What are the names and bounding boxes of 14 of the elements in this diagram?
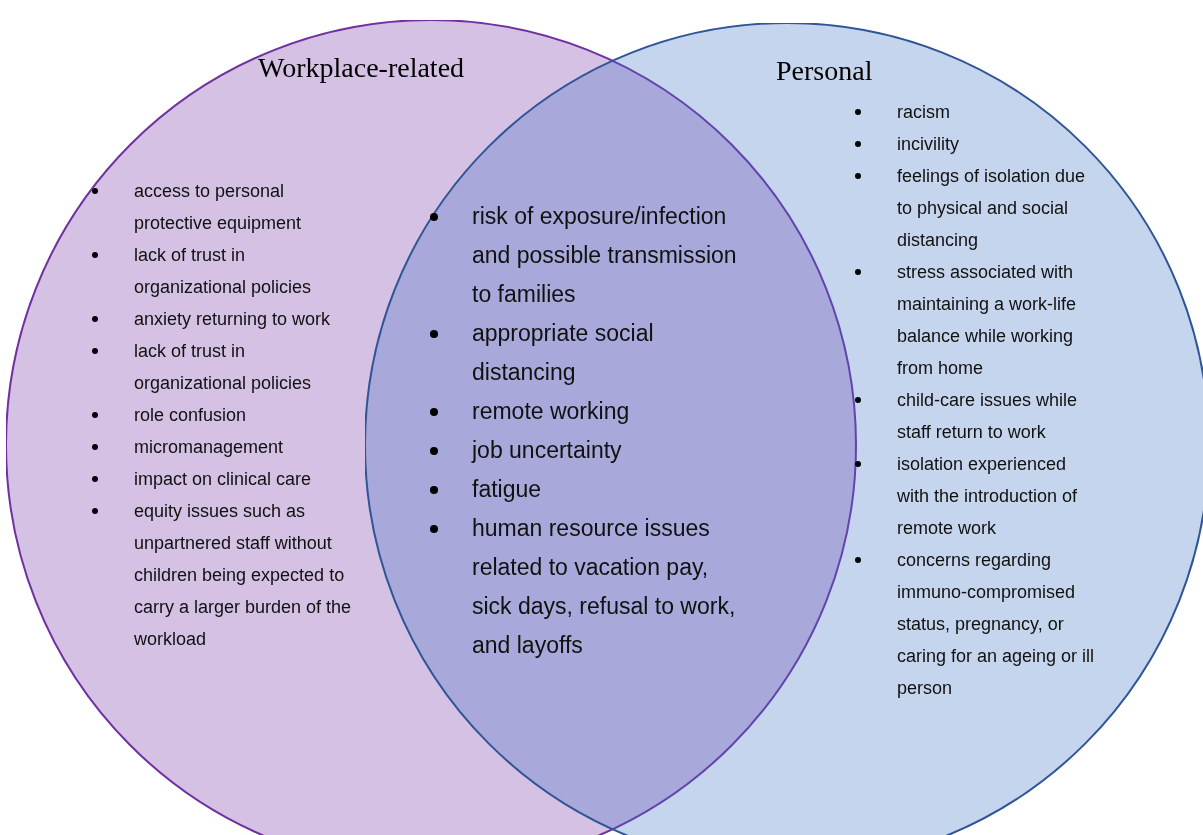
bullet-item: role confusion: [134, 405, 247, 425]
bullet-item: fatigue: [472, 476, 542, 502]
bullet-item: equity issues such as unpartnered staff without children being expected to carry a larger burden of the workload: [134, 501, 352, 649]
bullet-item: human resource issues related to vacation pay, sick days, refusal to work, and layoffs: [472, 515, 736, 658]
bullet-item: micromanagement: [134, 437, 284, 457]
bullet-item: impact on clinical care: [134, 469, 312, 489]
bullet-item: remote working: [472, 398, 630, 424]
region-heading: Personal: [776, 55, 873, 87]
bullet-item: racism: [897, 102, 950, 122]
bullet-item: job uncertainty: [472, 437, 622, 463]
bullet-item: incivility: [897, 134, 959, 154]
bullet-item: anxiety returning to work: [134, 309, 331, 329]
bullet-item: concerns regarding immuno-compromised status, pregnancy, or caring for an ageing or ill person: [897, 550, 1095, 698]
region-heading: Workplace-related: [258, 52, 465, 84]
